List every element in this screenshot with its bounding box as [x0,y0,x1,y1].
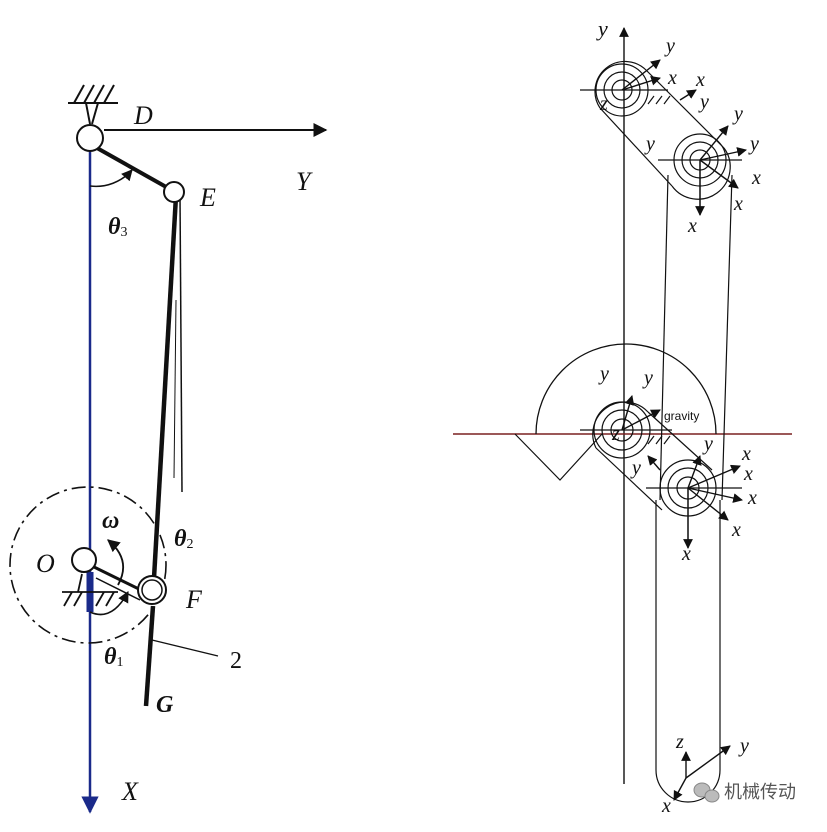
joint-frame-3 [580,401,672,459]
label-o: O [36,549,55,578]
axis-label-y: y [738,735,749,757]
label-e: E [199,183,216,212]
link-4-outline [655,500,721,803]
joint-o [71,547,97,573]
axis-label-z: z [675,731,684,753]
wechat-icon [693,782,720,803]
axis-label-x: x [695,69,705,91]
multibody-model-diagram [453,27,792,803]
axis-label-x: x [667,67,677,89]
joint-f-inner [141,579,163,601]
axis-label-y: y [702,433,713,455]
label-x-axis: X [121,777,139,806]
link-ef-edge [179,195,183,493]
axis-label-z: z [599,93,608,115]
ground-hatch-o [62,573,118,607]
watermark: 机械传动 [693,782,796,803]
gravity-arc [535,343,717,435]
label-theta3: θ3 [108,214,127,240]
multibody-labels: y y x x z y y y y x x x y y gravity z y … [596,16,761,817]
axis-label-y: y [698,91,709,113]
theta1-arc [89,591,129,616]
frame-axes [621,59,747,801]
link-ef [151,195,179,579]
axis-label-y: y [630,457,641,479]
axis-label-x: x [741,443,751,465]
link-2-outline [659,174,733,501]
axis-label-y: y [596,16,608,41]
label-g: G [156,692,174,718]
axis-label-x: x [743,463,753,485]
axis-label-y: y [664,35,675,57]
joint-e [163,181,185,203]
link-de [96,146,169,190]
crank-path-circle [9,486,167,644]
joint-d [76,124,104,152]
axis-label-x: x [687,215,697,237]
label-omega: ω [102,508,119,534]
omega-arc [107,539,125,586]
label-part-2: 2 [230,648,242,674]
label-theta1: θ1 [104,644,123,670]
axis-label-y: y [732,103,743,125]
axis-label-y: y [642,367,653,389]
label-d: D [133,101,153,130]
axis-label-x: x [751,167,761,189]
label-theta2: θ2 [174,526,193,552]
link-ef-edge2 [173,299,177,479]
axis-label-z: z [611,423,620,445]
crank-of [91,564,146,594]
gravity-label: gravity [664,409,699,423]
watermark-text: 机械传动 [724,782,796,803]
ground-hatch-d [68,84,118,125]
frame-hatches [647,95,671,445]
crank-of-edge [95,577,141,601]
axis-label-x: x [681,543,691,565]
linkage-diagram: D Y E θ3 θ2 ω O F θ1 2 G X [9,84,328,814]
link-fg [143,605,156,707]
axis-label-x: x [731,519,741,541]
axis-label-y: y [644,133,655,155]
axis-label-x: x [747,487,757,509]
label-f: F [185,585,203,614]
axis-label-x: x [661,795,671,817]
joint-frame-1 [580,63,668,117]
theta3-arc [89,169,133,188]
label-y-axis: Y [296,167,313,196]
ground-triangle [514,433,603,481]
axis-label-y: y [748,133,759,155]
axis-label-y: y [598,363,609,385]
part-2-leader [151,639,219,657]
axis-label-x: x [733,193,743,215]
